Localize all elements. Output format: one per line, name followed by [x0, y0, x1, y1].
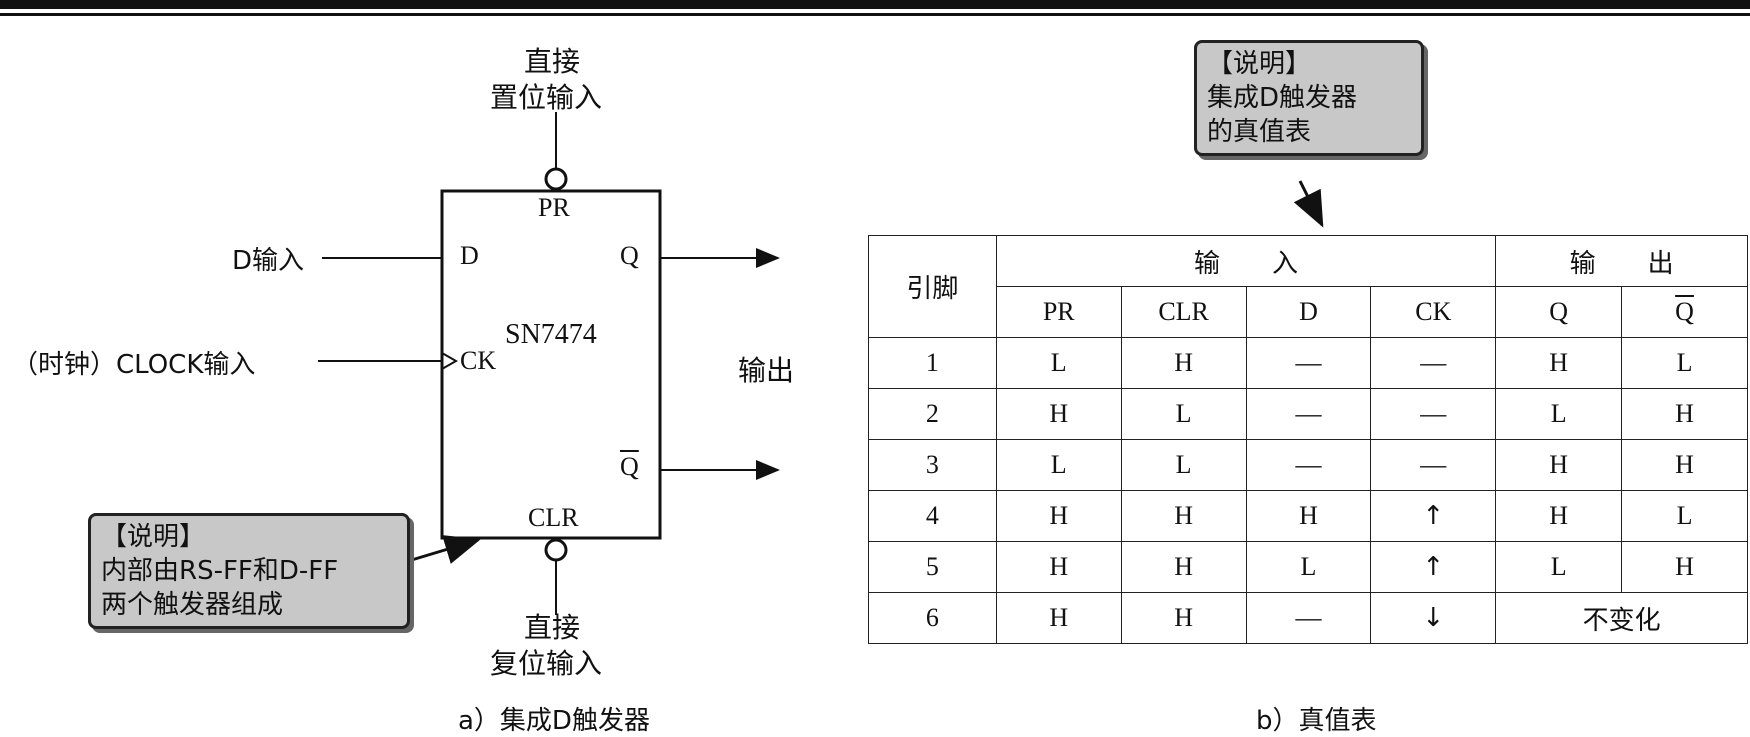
table-cell: H: [1621, 439, 1748, 491]
left-note-line3: 两个触发器组成: [101, 590, 284, 620]
pin-pr: PR: [538, 193, 570, 222]
table-cell: L: [995, 439, 1122, 491]
header-input: 输 入: [995, 235, 1497, 287]
table-cell: H: [1120, 490, 1247, 542]
table-cell: —: [1245, 439, 1372, 491]
left-note-line2: 内部由RS-FF和D-FF: [101, 556, 339, 586]
pin-d: D: [460, 241, 479, 270]
table-cell: H: [1621, 388, 1748, 440]
right-note-line2: 集成D触发器: [1207, 83, 1358, 113]
table-cell: L: [1120, 439, 1247, 491]
chip-name: SN7474: [505, 319, 597, 350]
table-cell: ↑: [1370, 490, 1497, 542]
table-cell: —: [1245, 337, 1372, 389]
table-cell: H: [995, 388, 1122, 440]
table-cell: 4: [868, 490, 997, 542]
clock-triangle: [441, 352, 459, 370]
col-q: Q: [1495, 286, 1623, 338]
table-cell: 2: [868, 388, 997, 440]
pin-ck: CK: [460, 346, 497, 375]
col-clr: CLR: [1120, 286, 1247, 338]
table-cell: —: [1370, 439, 1497, 491]
table-cell: —: [1245, 388, 1372, 440]
pin-top-label-line1: 直接: [524, 45, 581, 78]
pin-q: Q: [620, 241, 639, 270]
table-row: 2 H L — — L H: [868, 388, 1748, 440]
col-qbar: Q: [1621, 286, 1748, 338]
pin-top-label-line2: 置位输入: [490, 81, 603, 114]
table-cell: H: [995, 490, 1122, 542]
table-cell: H: [1621, 541, 1748, 593]
table-cell: L: [1495, 388, 1623, 440]
table-cell: H: [1120, 337, 1247, 389]
table-cell: H: [1495, 490, 1623, 542]
top-rule-thin: [0, 13, 1750, 16]
clr-bubble: [544, 538, 568, 562]
right-note: 【说明】 集成D触发器 的真值表: [1194, 40, 1424, 156]
table-cell: —: [1370, 388, 1497, 440]
pin-qbar: Q: [620, 452, 639, 481]
table-row: 4 H H H ↑ H L: [868, 490, 1748, 542]
table-row: 5 H H L ↑ L H: [868, 541, 1748, 593]
table-row: 6 H H — ↓ 不变化: [868, 592, 1748, 644]
right-caption: b）真值表: [1256, 706, 1377, 736]
table-cell: L: [1621, 490, 1748, 542]
table-cell: H: [1120, 592, 1247, 644]
table-cell: 1: [868, 337, 997, 389]
pin-bottom-label-line1: 直接: [524, 611, 581, 644]
truth-table: 引脚 输 入 输 出 PR CLR D CK Q Q 1 L H — — H L…: [868, 235, 1748, 644]
top-rule-thick: [0, 0, 1750, 9]
left-caption: a）集成D触发器: [458, 706, 650, 736]
col-qbar-text: Q: [1675, 297, 1694, 326]
output-label: 输出: [738, 354, 795, 387]
table-cell: ↓: [1370, 592, 1497, 644]
table-row: 1 L H — — H L: [868, 337, 1748, 389]
table-cell: H: [1245, 490, 1372, 542]
table-cell: —: [1370, 337, 1497, 389]
d-input-label: D输入: [232, 246, 305, 276]
table-cell: ↑: [1370, 541, 1497, 593]
table-cell: H: [1495, 439, 1623, 491]
table-cell: H: [1120, 541, 1247, 593]
header-pin: 引脚: [868, 235, 997, 338]
pr-bubble: [544, 167, 568, 191]
pin-clr: CLR: [528, 503, 579, 532]
table-cell: 5: [868, 541, 997, 593]
table-cell: L: [1245, 541, 1372, 593]
table-row: 3 L L — — H H: [868, 439, 1748, 491]
right-note-line3: 的真值表: [1207, 117, 1312, 147]
table-cell: H: [1495, 337, 1623, 389]
table-cell: H: [995, 541, 1122, 593]
left-note-line1: 【说明】: [101, 522, 206, 552]
table-cell: H: [995, 592, 1122, 644]
right-note-arrow: [1293, 180, 1324, 228]
table-cell: L: [995, 337, 1122, 389]
right-note-line1: 【说明】: [1207, 49, 1312, 79]
chip-body: [440, 189, 662, 540]
table-cell: L: [1120, 388, 1247, 440]
col-d: D: [1245, 286, 1372, 338]
pin-bottom-label-line2: 复位输入: [490, 647, 603, 680]
table-cell-unchanged: 不变化: [1495, 592, 1748, 644]
table-cell: L: [1495, 541, 1623, 593]
col-pr: PR: [995, 286, 1122, 338]
table-cell: 3: [868, 439, 997, 491]
header-output: 输 出: [1495, 235, 1748, 287]
left-note: 【说明】 内部由RS-FF和D-FF 两个触发器组成: [88, 513, 410, 629]
clock-input-label: （时钟）CLOCK输入: [12, 350, 256, 380]
col-ck: CK: [1370, 286, 1497, 338]
table-cell: —: [1245, 592, 1372, 644]
table-cell: 6: [868, 592, 997, 644]
table-cell: L: [1621, 337, 1748, 389]
